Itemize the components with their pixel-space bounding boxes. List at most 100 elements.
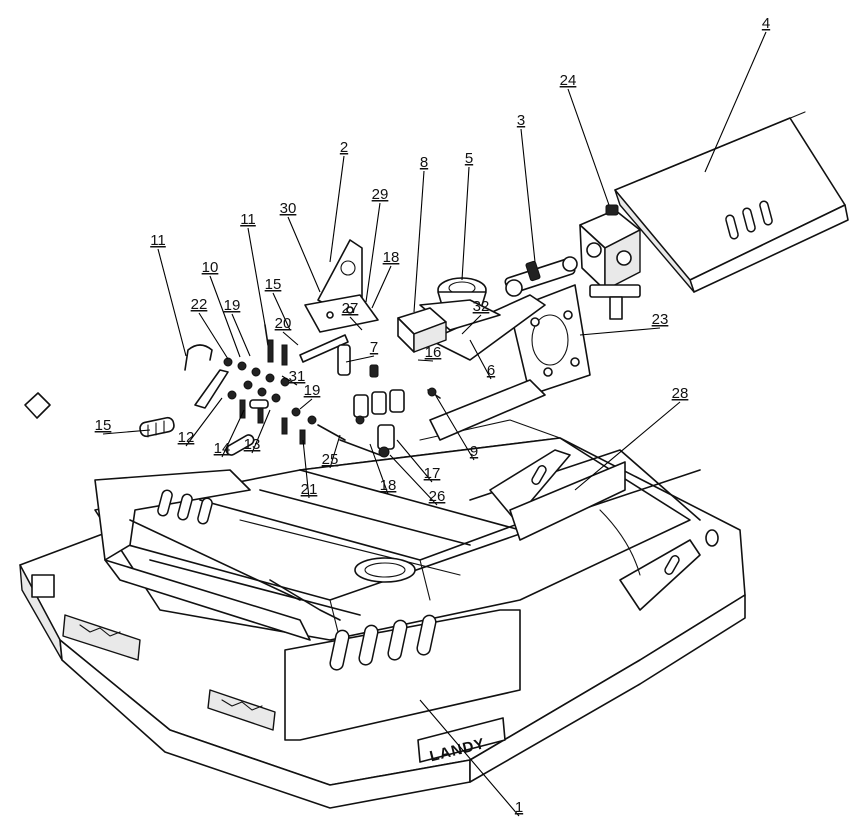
callout-number: 6 bbox=[487, 362, 495, 379]
callout-22: 22 bbox=[191, 296, 229, 360]
callout-number: 12 bbox=[178, 429, 195, 446]
spindle-hub bbox=[419, 277, 501, 331]
callout-number: 19 bbox=[304, 382, 321, 399]
leader-line bbox=[435, 395, 475, 461]
callout-29: 29 bbox=[365, 186, 389, 303]
mower-deck: LANDY bbox=[19, 419, 746, 809]
leader-line bbox=[579, 327, 661, 336]
callout-21: 21 bbox=[301, 439, 318, 499]
leader-line bbox=[520, 128, 536, 263]
driveline bbox=[504, 256, 578, 297]
callout-number: 21 bbox=[301, 481, 318, 498]
hitch-block bbox=[397, 307, 447, 353]
callout-number: 32 bbox=[473, 298, 490, 315]
callout-31: 31 bbox=[281, 368, 306, 386]
rear-bracket bbox=[31, 574, 55, 598]
loose-plate bbox=[24, 392, 51, 419]
callout-10: 10 bbox=[202, 259, 241, 358]
leader-line bbox=[413, 170, 425, 313]
callout-18: 18 bbox=[371, 249, 399, 309]
leader-line bbox=[102, 429, 151, 435]
callout-17: 17 bbox=[396, 439, 441, 483]
callout-20: 20 bbox=[275, 315, 299, 346]
callout-number: 26 bbox=[429, 488, 446, 505]
callout-number: 10 bbox=[202, 259, 219, 276]
leader-line bbox=[209, 275, 241, 358]
callout-number: 22 bbox=[191, 296, 208, 313]
callout-30: 30 bbox=[280, 200, 321, 293]
leader-line bbox=[231, 313, 251, 357]
skid-shoe-right bbox=[207, 689, 276, 731]
leader-line bbox=[221, 409, 245, 458]
leader-line bbox=[349, 316, 363, 331]
callout-25: 25 bbox=[322, 434, 341, 469]
leader-line bbox=[198, 312, 229, 360]
callout-26: 26 bbox=[389, 454, 446, 506]
callout-2: 2 bbox=[329, 139, 348, 263]
callout-18: 18 bbox=[369, 443, 397, 495]
mount-plate bbox=[429, 284, 591, 441]
callout-number: 19 bbox=[224, 297, 241, 314]
hardware-cluster bbox=[24, 324, 441, 458]
callout-19: 19 bbox=[299, 382, 321, 410]
callout-11: 11 bbox=[150, 232, 187, 357]
callout-8: 8 bbox=[413, 154, 428, 313]
leader-line bbox=[574, 401, 681, 491]
callout-number: 31 bbox=[289, 368, 306, 385]
callout-24: 24 bbox=[560, 72, 610, 206]
skid-shoe-left bbox=[62, 614, 141, 661]
callout-number: 14 bbox=[214, 440, 231, 457]
callout-27: 27 bbox=[342, 300, 363, 331]
leader-line bbox=[469, 339, 492, 380]
callout-number: 1 bbox=[515, 799, 523, 816]
callout-3: 3 bbox=[517, 112, 536, 263]
callout-number: 24 bbox=[560, 72, 577, 89]
rear-shield bbox=[509, 461, 641, 576]
callout-number: 18 bbox=[380, 477, 397, 494]
leader-line bbox=[369, 443, 389, 495]
callout-number: 29 bbox=[372, 186, 389, 203]
callout-11: 11 bbox=[240, 211, 266, 326]
leader-line bbox=[272, 292, 291, 331]
callout-14: 14 bbox=[214, 409, 245, 458]
callout-number: 7 bbox=[370, 339, 378, 356]
callout-13: 13 bbox=[244, 409, 271, 454]
leader-line bbox=[389, 454, 438, 506]
callout-7: 7 bbox=[345, 339, 378, 363]
leader-line bbox=[329, 434, 341, 469]
leader-line bbox=[365, 202, 381, 303]
callout-number: 17 bbox=[424, 465, 441, 482]
leader-line bbox=[281, 375, 298, 386]
leader-line bbox=[704, 31, 767, 173]
callout-28: 28 bbox=[574, 385, 689, 491]
callout-5: 5 bbox=[461, 150, 473, 281]
callout-9: 9 bbox=[435, 395, 478, 461]
leader-line bbox=[417, 359, 434, 362]
callout-number: 9 bbox=[470, 443, 478, 460]
leader-line bbox=[567, 88, 610, 206]
leader-line bbox=[461, 166, 470, 281]
callout-number: 28 bbox=[672, 385, 689, 402]
callout-1: 1 bbox=[419, 699, 523, 817]
leader-line bbox=[396, 439, 433, 483]
callout-32: 32 bbox=[461, 298, 490, 335]
leader-line bbox=[299, 398, 313, 410]
leader-line bbox=[345, 355, 375, 363]
callout-number: 5 bbox=[465, 150, 473, 167]
callout-number: 15 bbox=[265, 276, 282, 293]
gearbox-shield bbox=[614, 111, 849, 293]
callout-19: 19 bbox=[224, 297, 251, 357]
hydraulic-cylinder bbox=[139, 416, 175, 438]
callout-number: 4 bbox=[762, 15, 770, 32]
leader-line bbox=[302, 439, 310, 499]
callout-12: 12 bbox=[178, 397, 223, 447]
callout-6: 6 bbox=[469, 339, 495, 380]
callout-number: 8 bbox=[420, 154, 428, 171]
leader-line bbox=[287, 216, 321, 293]
callout-4: 4 bbox=[704, 15, 770, 173]
callout-number: 11 bbox=[150, 232, 166, 249]
leader-line bbox=[329, 155, 345, 263]
callout-number: 16 bbox=[425, 344, 442, 361]
callout-15: 15 bbox=[265, 276, 291, 331]
